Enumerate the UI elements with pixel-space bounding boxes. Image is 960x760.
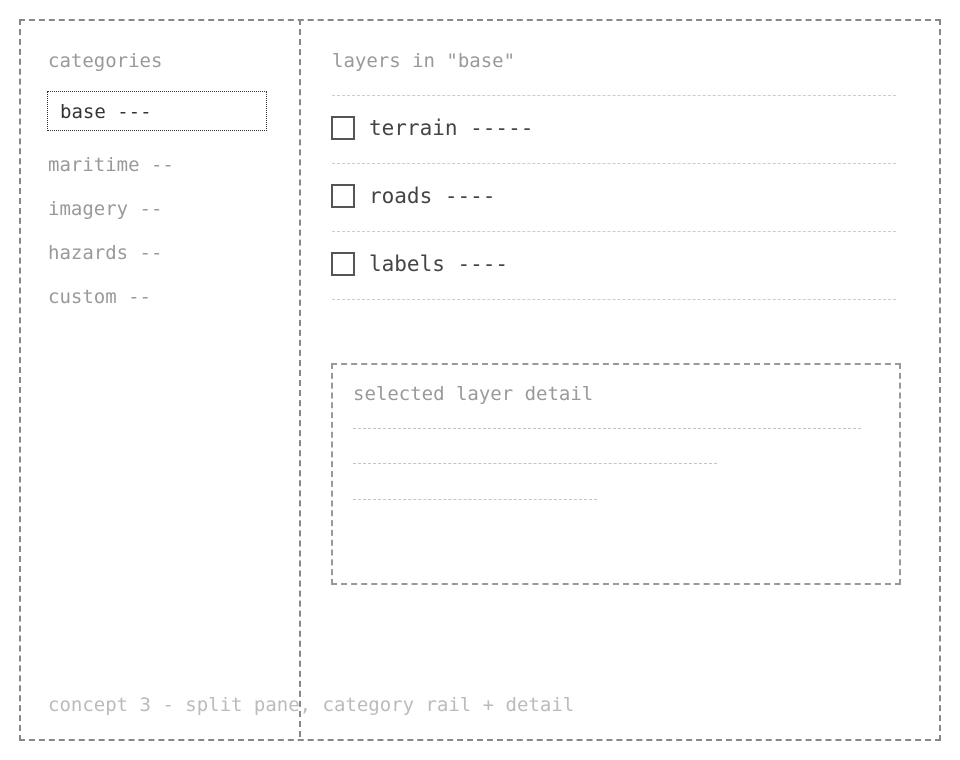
- concept-caption: concept 3 - split pane, category rail + …: [48, 694, 575, 716]
- layer-checkbox-roads[interactable]: [331, 184, 355, 208]
- wireframe-frame: [19, 19, 941, 741]
- category-item-base[interactable]: base ---: [47, 91, 267, 131]
- layer-divider: [332, 163, 896, 164]
- layer-checkbox-labels[interactable]: [331, 252, 355, 276]
- category-item-custom[interactable]: custom --: [48, 286, 151, 308]
- layer-label-labels: labels ----: [369, 252, 509, 276]
- categories-heading: categories: [48, 50, 163, 72]
- category-item-imagery[interactable]: imagery --: [48, 198, 163, 220]
- layer-row-terrain[interactable]: terrain -----: [331, 115, 533, 141]
- layer-label-roads: roads ----: [369, 184, 496, 208]
- layer-row-roads[interactable]: roads ----: [331, 183, 495, 209]
- layer-label-terrain: terrain -----: [369, 116, 534, 140]
- layer-divider: [332, 95, 896, 96]
- detail-placeholder-line: [353, 428, 861, 429]
- layer-row-labels[interactable]: labels ----: [331, 251, 508, 277]
- category-item-maritime[interactable]: maritime --: [48, 154, 174, 176]
- detail-panel-title: selected layer detail: [353, 383, 594, 405]
- detail-placeholder-line: [353, 463, 717, 464]
- layer-checkbox-terrain[interactable]: [331, 116, 355, 140]
- category-rail: [19, 19, 301, 737]
- category-item-hazards[interactable]: hazards --: [48, 242, 163, 264]
- layer-detail-panel: selected layer detail: [331, 363, 901, 585]
- layer-divider: [332, 299, 896, 300]
- layer-divider: [332, 231, 896, 232]
- detail-placeholder-line: [353, 499, 597, 500]
- layers-heading: layers in "base": [332, 50, 516, 72]
